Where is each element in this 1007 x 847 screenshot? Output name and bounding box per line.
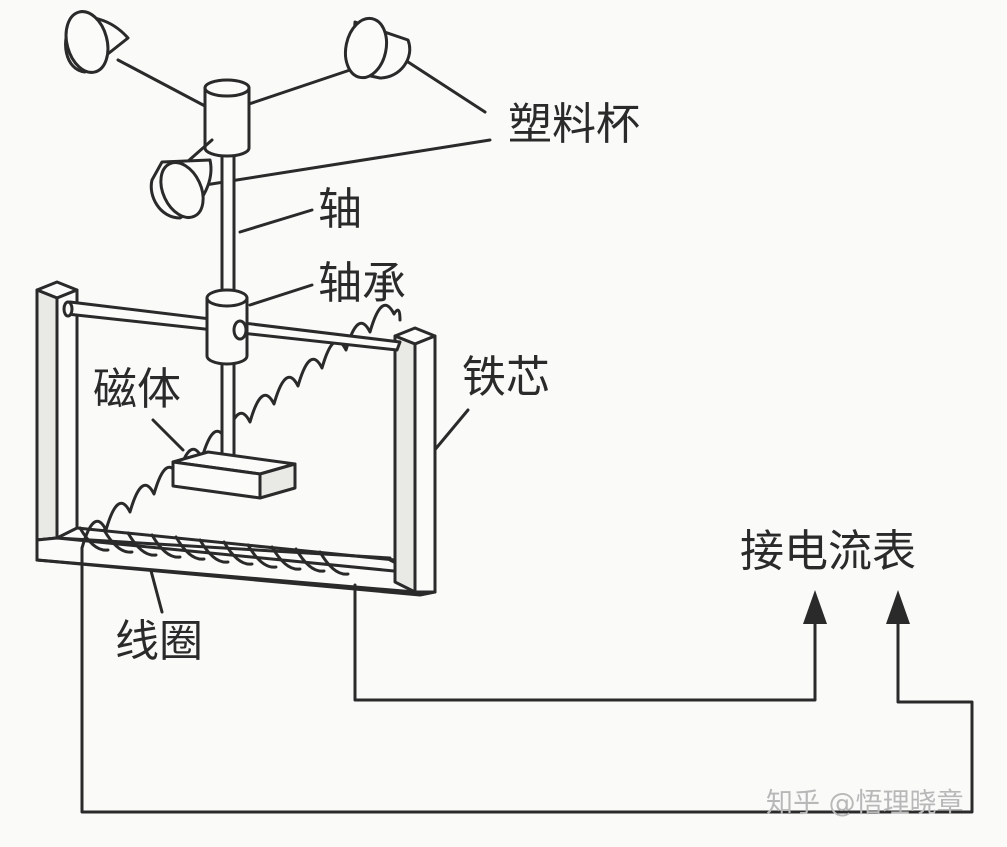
leader-shaft: [238, 208, 314, 234]
label-plastic-cup: 塑料杯: [508, 99, 640, 150]
label-shaft: 轴: [318, 184, 362, 235]
arrows: [803, 590, 910, 624]
plastic-cup-right: [343, 16, 412, 80]
wire-right: [353, 583, 817, 702]
wire-left: [80, 546, 974, 814]
leader-plastic-cup-bottom: [203, 138, 492, 187]
iron-core: [35, 280, 437, 597]
watermark: 知乎 @悟理晓章: [766, 788, 964, 819]
plastic-cup-bottom: [149, 158, 213, 220]
arrow-up-icon: [886, 590, 910, 624]
magnet: [171, 450, 297, 500]
leader-plastic-cup-top: [403, 58, 487, 114]
plastic-cup-left: [64, 10, 130, 74]
leader-magnet: [151, 418, 185, 452]
wires: [80, 546, 974, 814]
arrow-up-icon: [803, 590, 827, 624]
cup-hub: [203, 78, 251, 158]
coil: [78, 303, 402, 576]
label-magnet: 磁体: [93, 364, 181, 415]
bearing: [205, 288, 249, 366]
label-coil: 线圈: [115, 616, 203, 667]
label-iron-core: 铁芯: [462, 352, 550, 403]
label-to-ammeter: 接电流表: [740, 526, 916, 577]
leader-coil: [148, 565, 164, 614]
label-bearing: 轴承: [318, 258, 406, 309]
leader-bearing: [248, 283, 314, 307]
